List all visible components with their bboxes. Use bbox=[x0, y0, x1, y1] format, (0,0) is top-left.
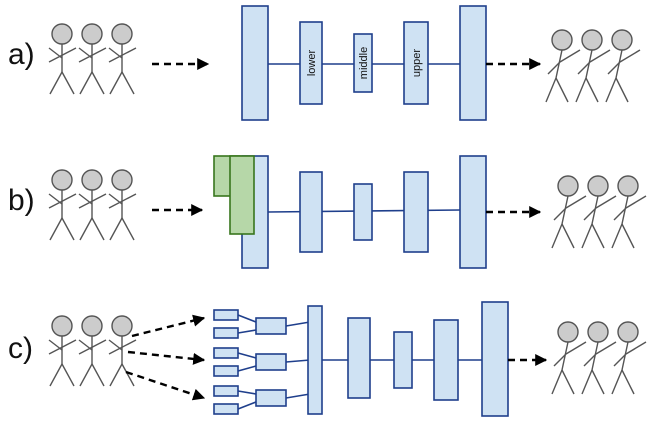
row-c-output-figures bbox=[551, 321, 647, 395]
lower-label: lower bbox=[306, 50, 318, 77]
row-b-upper-block bbox=[403, 171, 429, 253]
row-c-input-figures bbox=[48, 315, 137, 387]
upper-label: upper bbox=[411, 49, 423, 77]
row-b-label: b) bbox=[8, 184, 35, 217]
row-c-left-block bbox=[307, 305, 323, 415]
row-b-adapter-b bbox=[229, 155, 255, 235]
row-b-lower-block bbox=[299, 171, 323, 253]
row-b-right-block bbox=[459, 155, 487, 269]
row-c-arrow-mid bbox=[127, 350, 206, 365]
row-a-label: a) bbox=[8, 38, 35, 71]
row-c-encoder-mid bbox=[213, 347, 311, 377]
row-b-output-figures bbox=[551, 175, 647, 249]
row-c-right-block bbox=[481, 301, 509, 417]
row-c-label: c) bbox=[8, 332, 33, 365]
row-c-lower-block bbox=[347, 317, 371, 399]
row-a-left-block bbox=[241, 5, 269, 121]
row-c-arrow-bottom bbox=[125, 370, 206, 401]
row-a-output-figures bbox=[545, 29, 641, 103]
row-c-arrow-top bbox=[131, 314, 206, 338]
row-a-middle-block bbox=[353, 33, 373, 93]
row-a-input-figures bbox=[48, 23, 137, 95]
row-a-lower-block bbox=[299, 21, 323, 105]
row-a-upper-block bbox=[403, 21, 429, 105]
middle-label: middle bbox=[358, 47, 370, 79]
row-b-input-figures bbox=[48, 169, 137, 241]
row-c-upper-block bbox=[433, 319, 459, 401]
row-c-encoder-top bbox=[213, 309, 311, 339]
row-c-encoder-bottom bbox=[213, 385, 311, 415]
row-c-middle-block bbox=[393, 331, 413, 389]
row-a-right-block bbox=[459, 5, 487, 121]
row-b-middle-block bbox=[353, 183, 373, 241]
